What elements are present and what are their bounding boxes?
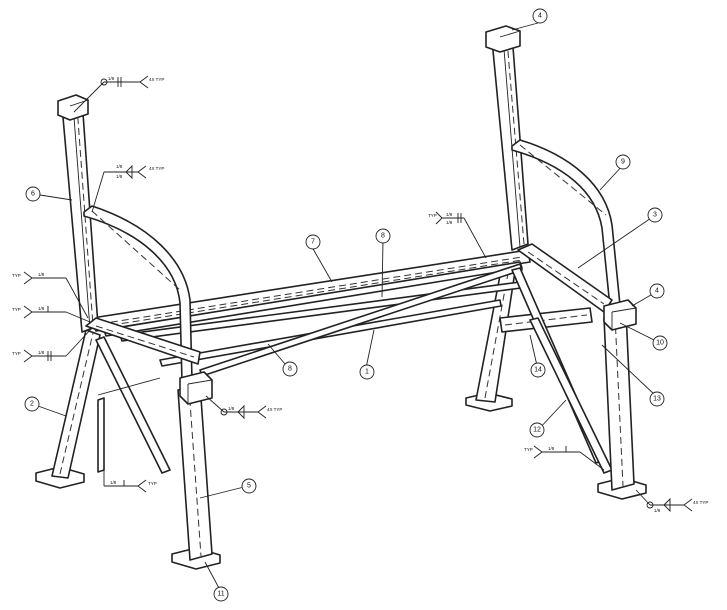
svg-text:9: 9 — [621, 159, 625, 166]
svg-text:4X TYP: 4X TYP — [693, 500, 708, 505]
weld-symbol-right-brace: TYP 1/8 — [524, 445, 605, 471]
callout-7: 7 — [305, 234, 321, 250]
weld-symbol-left-2: TYP 1/8 — [12, 305, 91, 323]
svg-text:1/8: 1/8 — [38, 272, 45, 277]
weld-symbol-left-3: TYP 1/8 — [12, 327, 93, 363]
callout-12: 12 — [529, 422, 545, 438]
callout-9: 9 — [615, 154, 631, 170]
svg-text:13: 13 — [653, 396, 661, 403]
front-right-post — [597, 299, 647, 500]
callout-3: 3 — [647, 207, 663, 223]
callout-13: 13 — [649, 391, 665, 407]
svg-text:8: 8 — [381, 233, 385, 240]
weld-symbol-front-right-post: 1/8 4X TYP — [635, 489, 708, 513]
svg-text:10: 10 — [656, 340, 664, 347]
svg-text:1/8: 1/8 — [116, 174, 123, 179]
callout-bubbles: 6 2 7 8 8 1 5 11 4 9 3 4 10 13 14 12 — [24, 8, 668, 602]
svg-text:TYP: TYP — [12, 273, 21, 278]
svg-text:TYP: TYP — [12, 351, 21, 356]
svg-text:TYP: TYP — [148, 481, 157, 486]
svg-text:1/8: 1/8 — [38, 350, 45, 355]
svg-text:11: 11 — [217, 591, 224, 598]
weld-symbol-left-1: TYP 1/8 — [12, 271, 89, 319]
svg-text:1/8: 1/8 — [108, 76, 115, 81]
svg-text:4X TYP: 4X TYP — [149, 77, 164, 82]
svg-text:7: 7 — [311, 239, 315, 246]
svg-text:12: 12 — [533, 427, 541, 434]
callout-11: 11 — [213, 586, 229, 602]
svg-text:4X TYP: 4X TYP — [267, 407, 282, 412]
weld-symbol-front-left-post: 1/8 4X TYP — [205, 395, 282, 420]
svg-text:4: 4 — [655, 288, 659, 295]
weld-symbol-left-brace: 1/8 TYP — [103, 440, 157, 493]
svg-text:1/8: 1/8 — [446, 212, 453, 217]
callout-4-top: 4 — [532, 8, 548, 24]
callout-6: 6 — [25, 186, 41, 202]
left-side-rail — [85, 317, 201, 365]
diagonal-bracing — [103, 261, 523, 377]
front-left-leg — [35, 329, 101, 489]
svg-text:2: 2 — [30, 401, 34, 408]
leader-lines — [37, 22, 659, 591]
svg-text:1: 1 — [365, 369, 369, 376]
svg-text:TYP: TYP — [524, 447, 533, 452]
weld-symbol-top-left: 1/8 4X TYP — [73, 75, 164, 113]
callout-14: 14 — [530, 362, 546, 378]
callout-4-right: 4 — [649, 283, 665, 299]
svg-text:5: 5 — [247, 483, 251, 490]
front-left-post — [171, 371, 221, 570]
callout-2: 2 — [24, 396, 40, 412]
svg-text:8: 8 — [288, 366, 292, 373]
svg-text:6: 6 — [31, 191, 35, 198]
svg-text:4X TYP: 4X TYP — [149, 166, 164, 171]
callout-5: 5 — [241, 478, 257, 494]
svg-text:1/8: 1/8 — [548, 446, 555, 451]
callout-1: 1 — [359, 364, 375, 380]
right-side-rail — [499, 243, 613, 333]
svg-text:3: 3 — [653, 212, 657, 219]
svg-text:1/8: 1/8 — [110, 480, 117, 485]
callout-10: 10 — [652, 335, 668, 351]
svg-text:TYP: TYP — [428, 213, 437, 218]
svg-text:1/8: 1/8 — [654, 508, 661, 513]
right-upright-post — [485, 25, 529, 251]
svg-text:1/8: 1/8 — [228, 406, 235, 411]
weld-symbol-armrest-left: 1/8 1/8 4X TYP — [91, 164, 164, 213]
svg-text:4: 4 — [538, 13, 542, 20]
svg-text:1/8: 1/8 — [38, 306, 45, 311]
callout-8-top: 8 — [375, 228, 391, 244]
svg-text:1/8: 1/8 — [116, 164, 123, 169]
weld-symbol-back-center: TYP 1/8 1/8 — [428, 211, 487, 259]
svg-text:TYP: TYP — [12, 307, 21, 312]
callout-8-bottom: 8 — [282, 361, 298, 377]
svg-text:1/8: 1/8 — [446, 220, 453, 225]
svg-text:14: 14 — [534, 367, 542, 374]
left-diagonal-brace — [95, 336, 171, 474]
